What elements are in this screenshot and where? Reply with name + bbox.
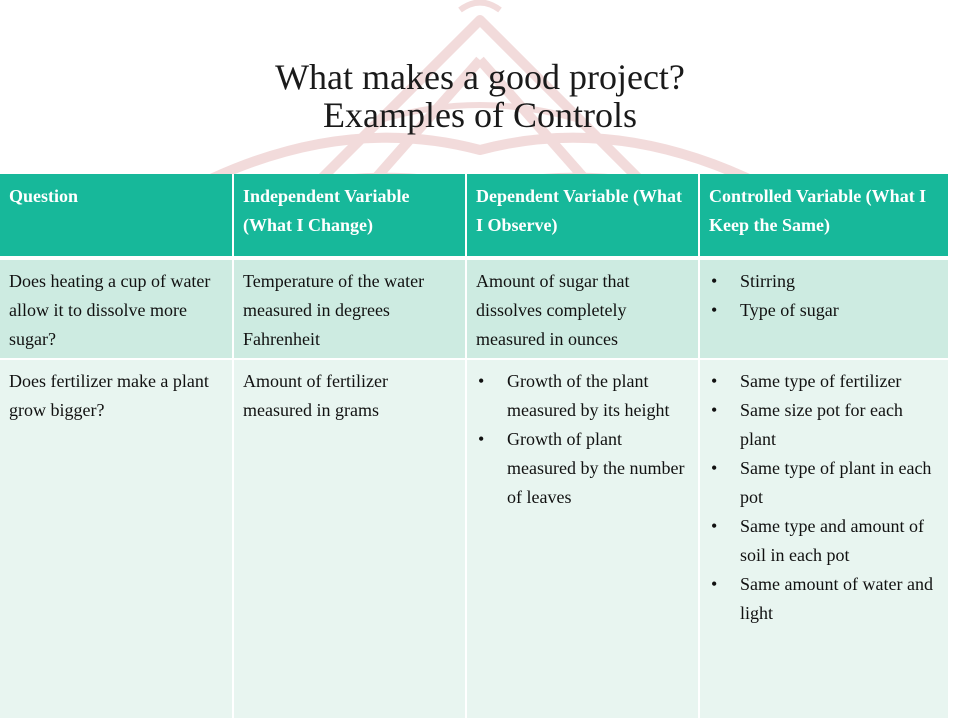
list-item-text: Same amount of water and light: [740, 574, 933, 623]
cell-independent: Amount of fertilizer measured in grams: [233, 359, 467, 720]
bullet-list: • Growth of the plant measured by its hei…: [476, 367, 692, 512]
list-item: • Growth of plant measured by the number …: [476, 425, 692, 512]
list-item-text: Same size pot for each plant: [740, 400, 903, 449]
cell-controlled: • Same type of fertilizer • Same size pot …: [699, 359, 948, 720]
table-header-row: Question Independent Variable (What I Ch…: [0, 174, 948, 260]
list-item: • Growth of the plant measured by its hei…: [476, 367, 692, 425]
list-item: • Same type of plant in each pot: [709, 454, 942, 512]
list-item-text: Growth of plant measured by the number o…: [507, 429, 685, 507]
cell-independent: Temperature of the water measured in deg…: [233, 258, 467, 360]
cell-question: Does heating a cup of water allow it to …: [0, 258, 234, 360]
title-line-1: What makes a good project?: [275, 57, 685, 97]
bullet-icon: •: [478, 429, 485, 449]
bullet-list: • Same type of fertilizer • Same size pot …: [709, 367, 942, 628]
bullet-icon: •: [711, 300, 718, 320]
header-controlled-variable: Controlled Variable (What I Keep the Sam…: [699, 174, 948, 260]
cell-controlled: • Stirring • Type of sugar: [699, 258, 948, 360]
cell-dependent: Amount of sugar that dissolves completel…: [466, 258, 700, 360]
cell-question: Does fertilizer make a plant grow bigger…: [0, 359, 234, 720]
list-item-text: Growth of the plant measured by its heig…: [507, 371, 670, 420]
table-row: Does heating a cup of water allow it to …: [0, 258, 948, 360]
bullet-icon: •: [711, 371, 718, 391]
header-independent-variable: Independent Variable (What I Change): [233, 174, 467, 260]
bullet-icon: •: [711, 400, 718, 420]
header-dependent-variable: Dependent Variable (What I Observe): [466, 174, 700, 260]
header-question: Question: [0, 174, 234, 260]
controls-table: Question Independent Variable (What I Ch…: [0, 174, 948, 720]
bullet-icon: •: [711, 271, 718, 291]
list-item: • Same type and amount of soil in each po…: [709, 512, 942, 570]
list-item: • Same type of fertilizer: [709, 367, 942, 396]
slide-title: What makes a good project? Examples of C…: [0, 58, 960, 134]
cell-dependent: • Growth of the plant measured by its hei…: [466, 359, 700, 720]
list-item-text: Stirring: [740, 271, 796, 291]
list-item: • Same amount of water and light: [709, 570, 942, 628]
bullet-icon: •: [711, 458, 718, 478]
table-row: Does fertilizer make a plant grow bigger…: [0, 359, 948, 720]
list-item: • Stirring: [709, 267, 942, 296]
bullet-list: • Stirring • Type of sugar: [709, 267, 942, 325]
list-item: • Type of sugar: [709, 296, 942, 325]
list-item: • Same size pot for each plant: [709, 396, 942, 454]
title-line-2: Examples of Controls: [323, 95, 637, 135]
list-item-text: Same type of plant in each pot: [740, 458, 932, 507]
list-item-text: Same type and amount of soil in each pot: [740, 516, 924, 565]
bullet-icon: •: [711, 516, 718, 536]
list-item-text: Type of sugar: [740, 300, 839, 320]
bullet-icon: •: [711, 574, 718, 594]
list-item-text: Same type of fertilizer: [740, 371, 902, 391]
bullet-icon: •: [478, 371, 485, 391]
